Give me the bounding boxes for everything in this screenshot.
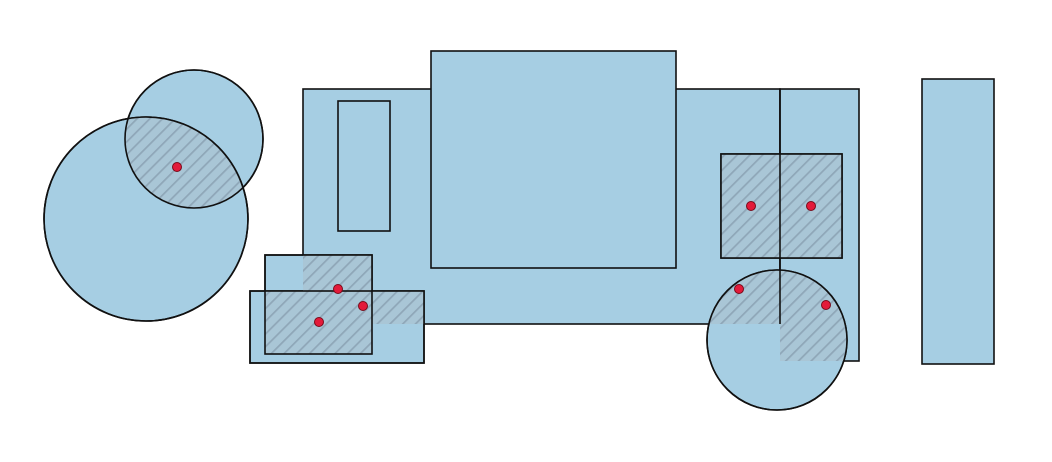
intersection-point bbox=[172, 162, 182, 172]
overlap-circles bbox=[125, 117, 248, 208]
points-layer bbox=[172, 162, 831, 327]
inner-vertical-rectangle bbox=[337, 100, 391, 232]
intersection-point bbox=[358, 301, 368, 311]
large-circle-outline bbox=[43, 116, 249, 322]
intersection-point bbox=[734, 284, 744, 294]
intersection-point bbox=[314, 317, 324, 327]
top-center-rectangle bbox=[430, 50, 677, 269]
small-square-left-outline bbox=[264, 254, 373, 355]
intersection-point bbox=[806, 201, 816, 211]
small-circle-outline bbox=[124, 69, 264, 209]
far-right-rectangle bbox=[921, 78, 995, 365]
intersection-point bbox=[746, 201, 756, 211]
intersection-point bbox=[821, 300, 831, 310]
middle-square-right-outline bbox=[720, 153, 843, 259]
bottom-right-circle-outline bbox=[706, 269, 848, 411]
shape-layer bbox=[43, 50, 995, 411]
intersection-point bbox=[333, 284, 343, 294]
